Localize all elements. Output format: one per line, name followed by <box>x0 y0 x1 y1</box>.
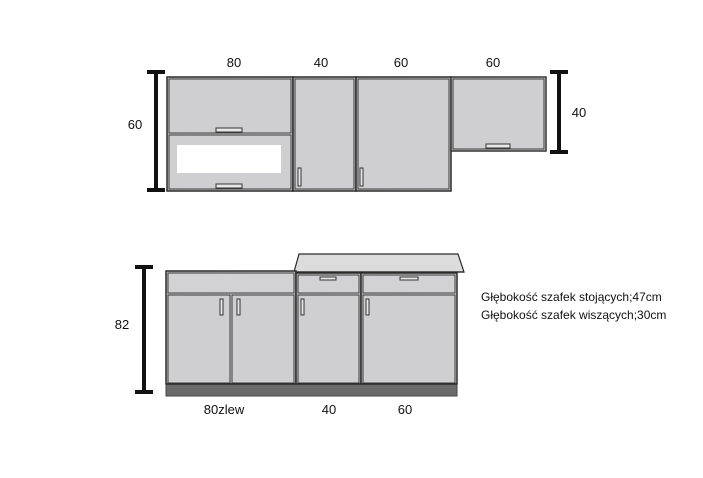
handle-icon <box>215 127 243 133</box>
lower-cabinet-60 <box>360 272 458 385</box>
lower-width-label: 60 <box>398 402 412 417</box>
depth-note-hanging: Głębokość szafek wiszących;30cm <box>481 308 666 322</box>
upper-height-label: 60 <box>128 117 142 132</box>
upper-cabinet-80 <box>166 76 294 192</box>
upper-cabinet-60 <box>355 76 452 192</box>
lower-width-label: 80zlew <box>204 402 245 417</box>
lower-cabinet-80-sink <box>165 270 297 385</box>
handle-icon <box>300 298 305 316</box>
upper-width-label: 80 <box>227 55 241 70</box>
handle-icon <box>297 167 302 187</box>
handle-icon <box>365 298 370 316</box>
countertop <box>293 253 465 273</box>
handle-icon <box>485 143 511 149</box>
handle-icon <box>215 183 243 189</box>
lower-cabinets <box>165 253 465 397</box>
upper-height-bar <box>147 70 165 192</box>
lower-width-label: 40 <box>322 402 336 417</box>
handle-icon <box>399 276 419 281</box>
lower-height-label: 82 <box>115 317 129 332</box>
handle-icon <box>319 276 337 281</box>
lower-height-bar <box>135 265 153 394</box>
corner-height-bar <box>550 70 568 154</box>
upper-cabinet-40 <box>292 76 357 192</box>
glass-panel <box>177 145 281 173</box>
upper-cabinet-corner-60 <box>450 76 547 152</box>
depth-note-standing: Głębokość szafek stojących;47cm <box>481 290 662 304</box>
handle-icon <box>236 298 241 316</box>
upper-cabinets <box>166 76 547 192</box>
handle-icon <box>359 167 364 187</box>
plinth <box>165 383 458 397</box>
lower-cabinet-40 <box>295 272 362 385</box>
handle-icon <box>219 298 224 316</box>
upper-width-label: 60 <box>486 55 500 70</box>
upper-width-label: 60 <box>394 55 408 70</box>
upper-width-label: 40 <box>314 55 328 70</box>
corner-height-label: 40 <box>572 105 586 120</box>
